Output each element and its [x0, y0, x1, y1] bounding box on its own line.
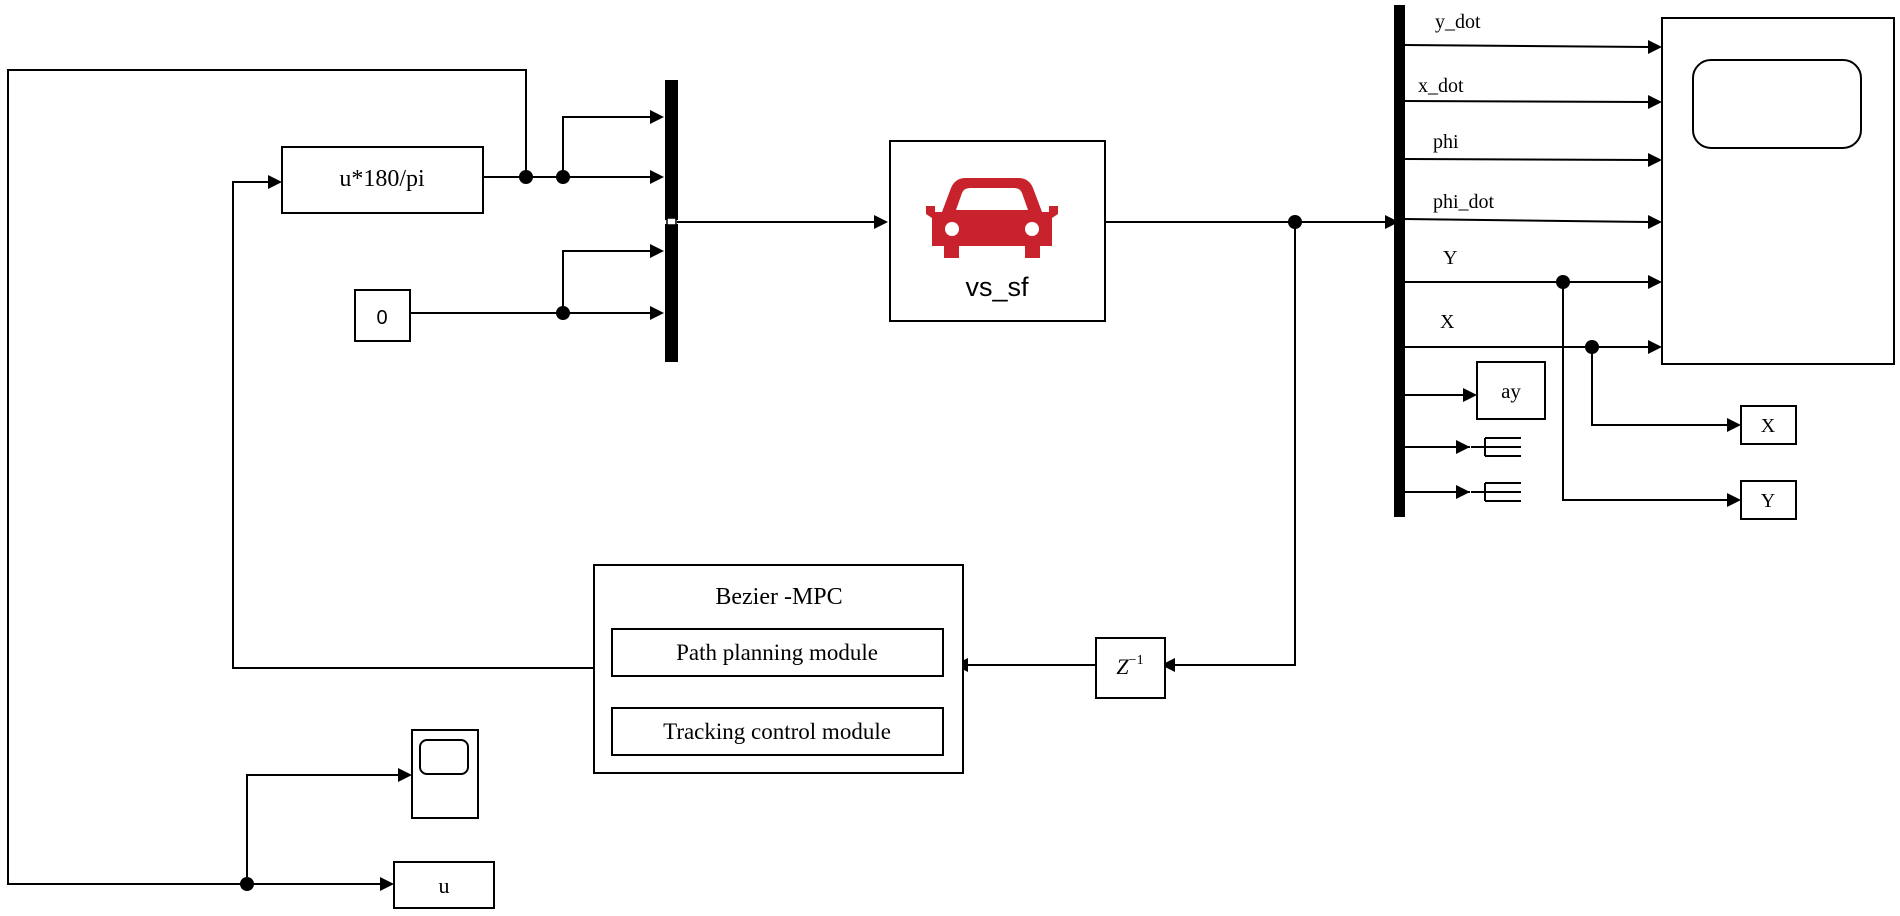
demux-block[interactable] [1394, 5, 1405, 517]
terminator-block-1[interactable] [1471, 437, 1521, 457]
unit-delay-exponent: −1 [1129, 653, 1144, 668]
vehicle-model-label: vs_sf [965, 272, 1029, 302]
wire-arrowheads [268, 40, 1741, 891]
output-y-block[interactable]: Y [1740, 480, 1797, 520]
constant-block-label: 0 [376, 307, 387, 329]
gain-block[interactable]: u*180/pi [281, 146, 484, 214]
controller-title: Bezier -MPC [715, 584, 842, 610]
signal-wires [7, 44, 1727, 885]
output-y-label: Y [1761, 490, 1775, 512]
path-planning-module-label: Path planning module [676, 640, 878, 665]
gain-block-label: u*180/pi [339, 166, 425, 192]
car-icon [926, 178, 1058, 258]
signal-label-x-dot: x_dot [1418, 75, 1464, 97]
signal-label-phi: phi [1433, 131, 1459, 153]
terminator-block-2[interactable] [1471, 482, 1521, 502]
output-u-label: u [439, 873, 450, 898]
output-x-label: X [1761, 415, 1776, 437]
constant-block[interactable]: 0 [354, 289, 411, 342]
branch-points [240, 170, 1599, 891]
goto-ay-block[interactable]: ay [1476, 361, 1546, 420]
goto-ay-label: ay [1501, 379, 1521, 403]
bezier-mpc-controller-block[interactable]: Bezier -MPC Path planning module Trackin… [593, 564, 964, 774]
output-u-block[interactable]: u [393, 861, 495, 909]
signal-label-y: Y [1443, 247, 1457, 269]
unit-delay-block[interactable]: Z−1 [1095, 637, 1166, 699]
tracking-control-module-label: Tracking control module [663, 719, 891, 744]
signal-label-x: X [1440, 311, 1455, 333]
signal-label-phi-dot: phi_dot [1433, 191, 1495, 213]
unit-delay-base: Z [1116, 654, 1129, 679]
small-scope-block[interactable] [411, 729, 479, 819]
signal-label-y-dot: y_dot [1435, 11, 1481, 33]
main-scope-block[interactable] [1661, 17, 1895, 365]
output-x-block[interactable]: X [1740, 405, 1797, 445]
vehicle-model-block[interactable]: vs_sf [889, 140, 1106, 322]
mux-block[interactable] [665, 80, 678, 362]
signal-labels: y_dot x_dot phi phi_dot Y X [1418, 11, 1495, 333]
unit-delay-label: Z−1 [1116, 653, 1143, 679]
